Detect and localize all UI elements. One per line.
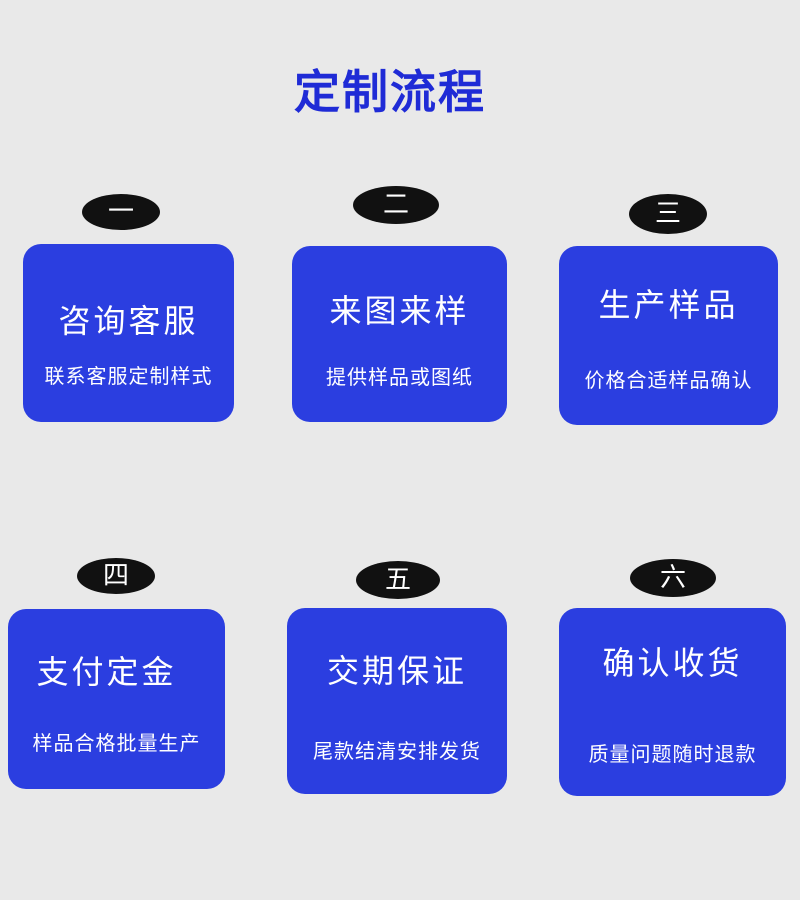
step-6-number-badge: 六 <box>630 559 716 597</box>
step-5-title: 交期保证 <box>326 652 467 690</box>
step-3-title: 生产样品 <box>598 286 739 324</box>
step-3-subtitle: 价格合适样品确认 <box>584 368 753 392</box>
step-4-card: 支付定金 样品合格批量生产 <box>8 609 225 789</box>
step-3-card: 生产样品 价格合适样品确认 <box>559 246 778 425</box>
step-4-title: 支付定金 <box>36 653 177 691</box>
step-5-number-badge: 五 <box>356 561 440 599</box>
step-4-subtitle: 样品合格批量生产 <box>32 731 201 755</box>
step-2-title: 来图来样 <box>329 292 470 330</box>
step-2-number-badge: 二 <box>353 186 439 224</box>
step-1-card: 咨询客服 联系客服定制样式 <box>23 244 234 422</box>
step-6-card: 确认收货 质量问题随时退款 <box>559 608 786 796</box>
step-5-card: 交期保证 尾款结清安排发货 <box>287 608 507 794</box>
step-6-subtitle: 质量问题随时退款 <box>588 742 757 766</box>
step-1-title: 咨询客服 <box>58 302 199 340</box>
page-title: 定制流程 <box>294 65 486 119</box>
step-3-number-badge: 三 <box>629 194 707 234</box>
step-2-card: 来图来样 提供样品或图纸 <box>292 246 507 422</box>
step-6-title: 确认收货 <box>602 644 743 682</box>
step-1-number-badge: 一 <box>82 194 160 230</box>
step-4-number-badge: 四 <box>77 558 155 594</box>
step-1-subtitle: 联系客服定制样式 <box>44 364 213 388</box>
step-5-subtitle: 尾款结清安排发货 <box>313 739 481 763</box>
step-2-subtitle: 提供样品或图纸 <box>326 365 473 389</box>
